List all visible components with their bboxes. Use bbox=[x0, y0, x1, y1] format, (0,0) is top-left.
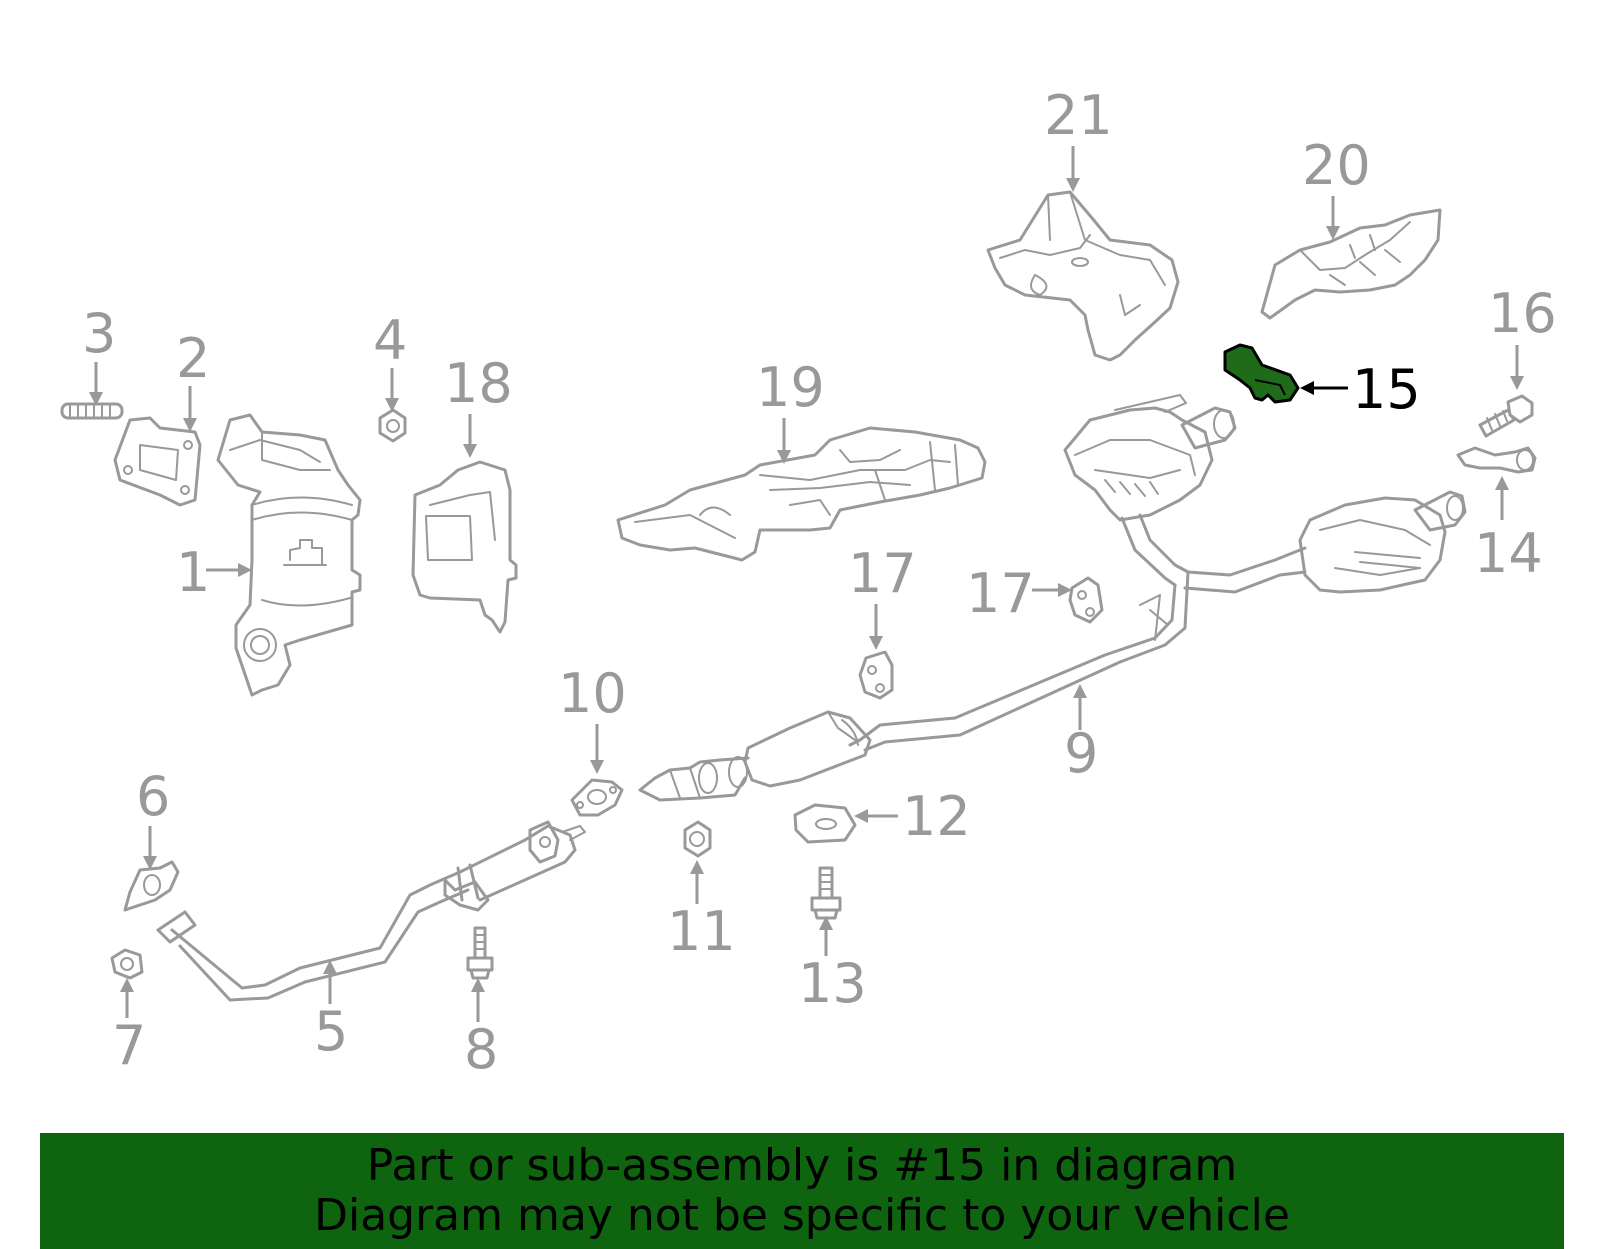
callout-20: 20 bbox=[1302, 134, 1371, 197]
part-20-heat-shield[interactable] bbox=[1260, 208, 1442, 320]
callout-10: 10 bbox=[558, 662, 627, 725]
banner-disclaimer-line: Diagram may not be specific to your vehi… bbox=[314, 1190, 1290, 1241]
part-2-gasket[interactable] bbox=[113, 416, 202, 507]
part-10-gasket[interactable] bbox=[570, 778, 624, 817]
part-5-front-pipe[interactable] bbox=[156, 820, 586, 1002]
callout-13: 13 bbox=[798, 952, 867, 1015]
info-banner: Part or sub-assembly is #15 in diagram D… bbox=[40, 1133, 1564, 1249]
part-17-hanger-upper[interactable] bbox=[1068, 576, 1104, 624]
callout-21: 21 bbox=[1044, 84, 1113, 147]
callout-17-lower: 17 bbox=[848, 542, 917, 605]
callout-2: 2 bbox=[176, 327, 210, 390]
callout-15: 15 bbox=[1352, 358, 1421, 421]
callout-14: 14 bbox=[1474, 522, 1543, 585]
part-13-bolt[interactable] bbox=[810, 866, 842, 920]
part-8-bolt[interactable] bbox=[466, 926, 494, 980]
part-15-bracket-highlighted[interactable] bbox=[1223, 343, 1300, 404]
callout-16: 16 bbox=[1488, 282, 1557, 345]
part-18-heat-shield[interactable] bbox=[411, 460, 518, 634]
part-14-hanger[interactable] bbox=[1456, 446, 1537, 474]
callout-19: 19 bbox=[756, 356, 825, 419]
callout-12: 12 bbox=[902, 785, 971, 848]
part-6-gasket[interactable] bbox=[123, 860, 180, 912]
part-9-rear-pipe-assembly[interactable] bbox=[638, 394, 1467, 802]
banner-part-line: Part or sub-assembly is #15 in diagram bbox=[366, 1140, 1238, 1191]
callout-11: 11 bbox=[667, 900, 736, 963]
callout-6: 6 bbox=[136, 765, 170, 828]
part-7-nut[interactable] bbox=[110, 948, 144, 980]
part-19-heat-shield[interactable] bbox=[616, 426, 987, 562]
part-4-nut[interactable] bbox=[378, 408, 407, 443]
callout-5: 5 bbox=[314, 1000, 348, 1063]
callout-18: 18 bbox=[444, 352, 513, 415]
part-12-rubber-mount[interactable] bbox=[793, 803, 857, 844]
callout-17-right: 17 bbox=[966, 562, 1035, 625]
callout-3: 3 bbox=[82, 302, 116, 365]
callout-9: 9 bbox=[1064, 722, 1098, 785]
callout-labels: 1 2 3 4 18 19 21 20 16 15 14 17 17 9 10 … bbox=[82, 84, 1557, 1081]
exhaust-system-diagram: 1 2 3 4 18 19 21 20 16 15 14 17 17 9 10 … bbox=[60, 84, 1557, 1081]
part-3-stud[interactable] bbox=[60, 402, 124, 420]
part-11-nut[interactable] bbox=[683, 820, 712, 858]
callout-1: 1 bbox=[176, 541, 210, 604]
part-16-bolt[interactable] bbox=[1478, 394, 1534, 438]
callout-7: 7 bbox=[112, 1014, 146, 1077]
callout-8: 8 bbox=[464, 1018, 498, 1081]
callout-4: 4 bbox=[373, 309, 407, 372]
part-1-catalytic-converter[interactable] bbox=[216, 413, 362, 697]
part-21-heat-shield[interactable] bbox=[986, 190, 1180, 362]
part-17-hanger-lower[interactable] bbox=[858, 650, 894, 700]
leader-arrows bbox=[89, 146, 1524, 1022]
